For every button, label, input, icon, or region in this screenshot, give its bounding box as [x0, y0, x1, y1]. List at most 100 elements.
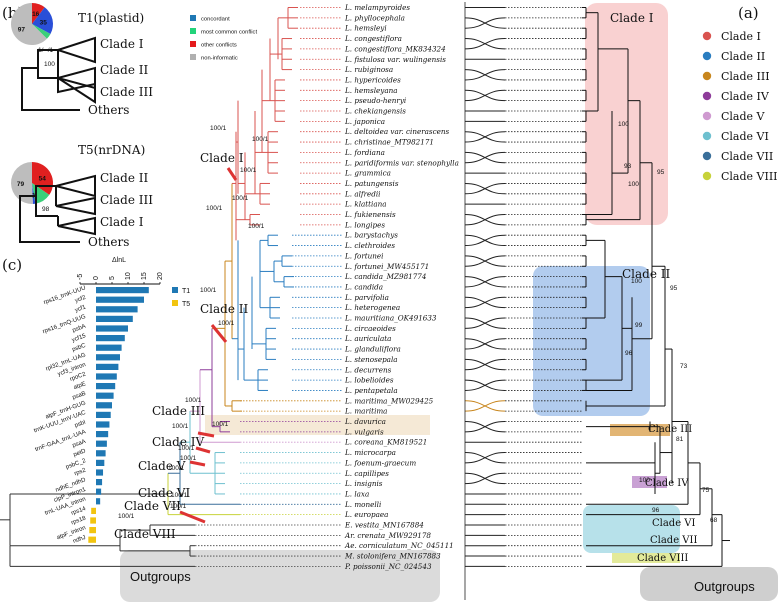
- taxon-label: L. stenosepala: [344, 355, 398, 364]
- taxon-label: L. candida_MZ981774: [344, 272, 427, 281]
- t1-clade-2: Clade II: [100, 63, 149, 77]
- clade-legend-dot-1: [702, 51, 712, 61]
- t1-pie-slice-2: [32, 24, 51, 39]
- support-label-7: 100/1: [172, 423, 189, 430]
- main-clade-II: Clade II: [200, 302, 249, 316]
- right-support-9: 81: [676, 436, 684, 443]
- clade-legend-label-0: Clade I: [721, 30, 761, 43]
- taxon-label: L. insignis: [344, 479, 383, 488]
- panel-label-a: (a): [738, 4, 759, 22]
- taxon-label: L. vulgaris: [344, 427, 384, 436]
- taxon-label: L. grammica: [344, 169, 391, 178]
- right-clade-VII: Clade VII: [650, 535, 697, 546]
- right-outgroups: Outgroups: [694, 579, 755, 594]
- right-clade-III: Clade III: [648, 424, 692, 435]
- taxon-label: L. laxa: [344, 489, 369, 498]
- legend-label-0: concordant: [201, 17, 230, 23]
- main-clade-VIII: Clade VIII: [114, 527, 176, 541]
- right-support-11: 96: [652, 507, 660, 514]
- clade-legend-dot-0: [702, 31, 712, 41]
- support-label-6: 100/1: [185, 397, 202, 404]
- main-clade-V: Clade V: [138, 459, 186, 473]
- taxon-label: L. fortunei_MW455171: [344, 262, 429, 271]
- chart-bar-12: [96, 402, 112, 409]
- t1-pie-slice-0: [32, 3, 45, 24]
- chart-bar-17: [96, 450, 106, 457]
- chart-category-2: ycf1: [74, 304, 87, 314]
- clade-legend-dot-5: [702, 131, 712, 141]
- tangle-link: [464, 151, 506, 164]
- chart-category-16: psaA: [72, 439, 87, 449]
- taxon-label: L. europaea: [344, 510, 388, 519]
- taxon-label: L. glanduliflora: [344, 345, 401, 354]
- tanglegram-links: [464, 2, 506, 600]
- tangle-link: [464, 296, 506, 309]
- clade-legend-label-3: Clade IV: [721, 90, 770, 103]
- right-clade-II: Clade II: [622, 267, 671, 281]
- tangle-link: [464, 234, 506, 247]
- clade-legend-label-1: Clade II: [721, 50, 765, 63]
- taxon-label: L. klattiana: [344, 200, 387, 209]
- chart-bar-10: [96, 383, 116, 390]
- t5-pie-slice-3: [11, 162, 33, 204]
- support-label-clade-III: 100/1: [212, 421, 229, 428]
- taxon-label: L. davurica: [344, 417, 386, 426]
- legend-label-3: non-informatic: [201, 56, 238, 62]
- right-support-5: 99: [635, 322, 643, 329]
- taxon-label: L. fortunei: [344, 251, 383, 260]
- main-clade-VI: Clade VI: [138, 486, 190, 500]
- taxon-label: L. hemsleyi: [344, 24, 387, 33]
- t5-pie-slice-2: [32, 183, 36, 204]
- main-clade-IV: Clade IV: [152, 435, 205, 449]
- support-label-10: 100/1: [168, 465, 185, 472]
- chart-legend-swatch-0: [172, 287, 178, 293]
- taxon-label: L. candida: [344, 282, 383, 291]
- main-clade-I: Clade I: [200, 151, 244, 165]
- clade-legend-dot-3: [702, 91, 712, 101]
- chart-tick-label-2: 5: [109, 276, 116, 280]
- chart-bar-19: [96, 469, 104, 476]
- main-clade-VII: Clade VII: [124, 499, 181, 513]
- legend-label-2: other conflicts: [201, 43, 237, 49]
- chart-bar-21: [96, 488, 102, 495]
- chart-legend-label-0: T1: [182, 288, 190, 295]
- chart-tick-label-1: 0: [93, 276, 100, 280]
- support-label-1: 100/1: [240, 167, 257, 174]
- chart-category-11: psaB: [72, 391, 87, 401]
- t5-clade-4: Others: [88, 235, 129, 249]
- highlight-arrow: [210, 324, 228, 343]
- highlight-arrow: [197, 431, 215, 438]
- taxon-label: L. melampyroides: [344, 3, 410, 12]
- right-clade-I: Clade I: [610, 11, 654, 25]
- t1-support-2: 100: [44, 61, 55, 68]
- taxon-label: L. christinae_MT982171: [344, 138, 434, 147]
- clade-legend-dot-7: [702, 171, 712, 181]
- chart-category-9: rpoC2: [69, 371, 87, 382]
- chart-category-23: rps14: [71, 506, 88, 517]
- right-support-13: 68: [710, 517, 718, 524]
- support-label-9: 100/1: [180, 455, 197, 462]
- right-support-4: 100: [631, 278, 642, 285]
- taxon-label: L. phyllocephala: [344, 13, 405, 22]
- right-clade-VIII: Clade VIII: [637, 553, 688, 564]
- taxon-label: L. mauritiana_OK491633: [344, 314, 437, 323]
- tangle-link: [464, 89, 506, 102]
- tangle-link: [464, 421, 506, 433]
- t1-clade-1: Clade I: [100, 37, 144, 51]
- clade-VIII-box: [612, 553, 680, 563]
- chart-category-6: psbC: [71, 343, 87, 354]
- tangle-link: [464, 338, 506, 350]
- legend-swatch-2: [190, 41, 196, 47]
- chart-bar-15: [96, 431, 109, 438]
- clade-III-band: [205, 415, 430, 435]
- support-label-4: 100/1: [200, 287, 217, 294]
- taxon-label: L. pentapetala: [344, 386, 398, 395]
- main-outgroups: Outgroups: [130, 569, 191, 584]
- chart-bar-4: [96, 325, 128, 332]
- clade-legend-label-6: Clade VII: [721, 150, 773, 163]
- taxon-label: L. japonica: [344, 117, 385, 126]
- right-clade-labels: Clade I Clade II Clade III Clade IV Clad…: [610, 11, 755, 594]
- chart-bar-25: [89, 527, 96, 534]
